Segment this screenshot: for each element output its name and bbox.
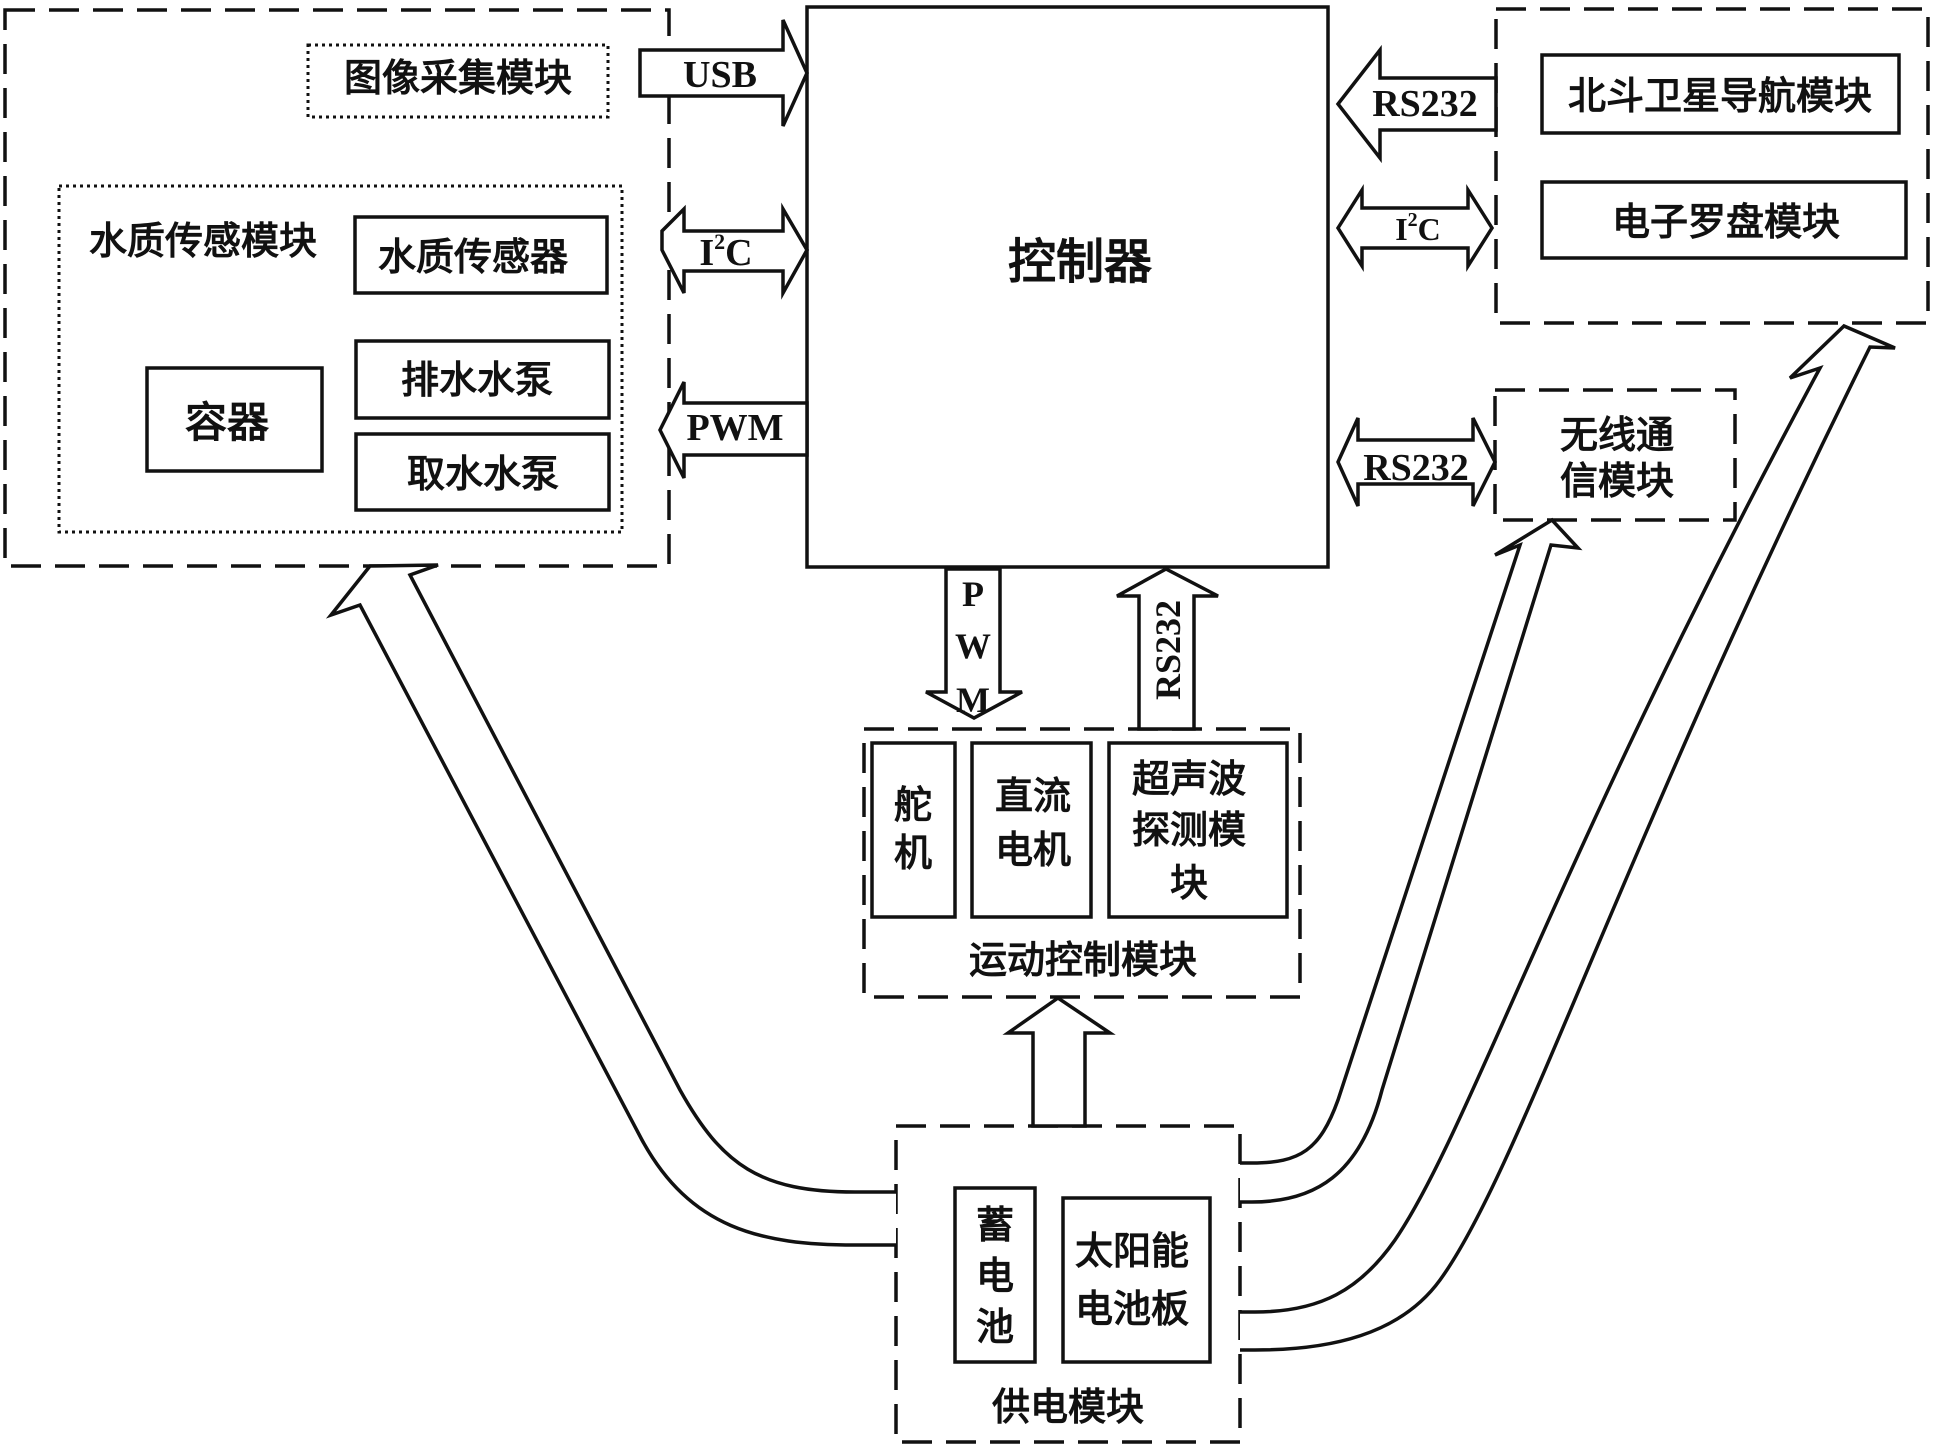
container-label: 容器 <box>185 398 270 447</box>
drain-pump-label: 排水水泵 <box>401 357 553 402</box>
container-box <box>145 366 324 473</box>
i2c-left-label: I2C <box>699 229 752 274</box>
i2c-left-arrow <box>660 202 810 300</box>
controller-label: 控制器 <box>1008 234 1153 290</box>
power-to-navigation-arrow <box>1240 323 1896 1352</box>
compass-box <box>1540 180 1908 260</box>
servo-label-2: 机 <box>894 830 932 875</box>
solar-label-1: 太阳能 <box>1075 1228 1189 1273</box>
servo-box <box>870 741 957 919</box>
power-module-border <box>894 1124 1242 1444</box>
left-sensing-group-border <box>3 8 671 568</box>
pwm-down-label-w: W <box>955 626 991 666</box>
power-to-wireless-arrow <box>1240 517 1583 1204</box>
solar-label-2: 电池板 <box>1075 1286 1189 1331</box>
pwm-left-label: PWM <box>686 407 783 449</box>
wireless-label-line2: 信模块 <box>1560 458 1674 503</box>
motion-module-label: 运动控制模块 <box>969 937 1197 982</box>
water-module-label: 水质传感模块 <box>89 218 317 263</box>
pwm-down-label-m: M <box>956 680 990 720</box>
usb-arrow <box>638 19 809 127</box>
beidou-label: 北斗卫星导航模块 <box>1568 73 1872 118</box>
i2c-right-label: I2C <box>1395 209 1441 247</box>
intake-pump-label: 取水水泵 <box>407 451 559 496</box>
pwm-down-arrow <box>925 567 1023 720</box>
ultrasonic-label-1: 超声波 <box>1132 756 1246 801</box>
battery-label-2: 电 <box>976 1253 1014 1298</box>
pwm-down-label-p: P <box>962 574 984 614</box>
solar-box <box>1061 1196 1212 1364</box>
dc-motor-label-2: 电机 <box>995 827 1071 872</box>
pwm-left-arrow <box>658 381 809 479</box>
water-sensor-box <box>353 215 609 295</box>
ultrasonic-box <box>1107 741 1289 919</box>
drain-pump-box <box>354 339 611 420</box>
rs232-beidou-label: RS232 <box>1372 83 1478 125</box>
power-to-left-group-arrow <box>325 563 896 1247</box>
battery-box <box>953 1186 1037 1364</box>
battery-label-3: 池 <box>976 1304 1014 1349</box>
rs232-wireless-arrow <box>1336 417 1497 507</box>
dc-motor-label-1: 直流 <box>995 773 1071 818</box>
battery-label-1: 蓄 <box>976 1202 1014 1247</box>
servo-label-1: 舵 <box>894 782 932 827</box>
water-module-border <box>57 184 624 534</box>
power-module-label: 供电模块 <box>992 1384 1144 1429</box>
intake-pump-box <box>354 432 611 512</box>
image-module-border <box>306 43 610 119</box>
rs232-wireless-label: RS232 <box>1363 447 1469 489</box>
rs232-up-arrow <box>1116 567 1219 731</box>
compass-label: 电子罗盘模块 <box>1612 199 1840 244</box>
wireless-module-border <box>1493 388 1737 522</box>
water-sensor-label: 水质传感器 <box>378 234 569 279</box>
power-to-motion-arrow <box>1002 995 1116 1128</box>
rs232-up-label: RS232 <box>1148 600 1188 700</box>
i2c-right-arrow <box>1335 183 1495 273</box>
ultrasonic-label-3: 块 <box>1170 860 1208 905</box>
controller-box <box>805 5 1330 569</box>
usb-label: USB <box>683 54 757 96</box>
ultrasonic-label-2: 探测模 <box>1132 807 1246 852</box>
image-module-label: 图像采集模块 <box>344 55 572 100</box>
beidou-box <box>1540 53 1901 135</box>
dc-motor-box <box>970 741 1093 919</box>
rs232-beidou-arrow <box>1335 44 1498 164</box>
wireless-label-line1: 无线通 <box>1560 412 1674 457</box>
navigation-group-border <box>1494 7 1930 325</box>
